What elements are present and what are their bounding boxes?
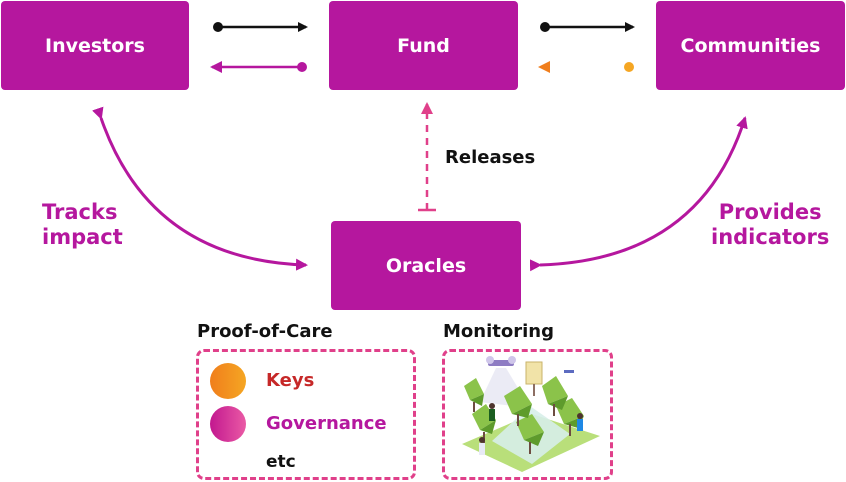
node-fund: Fund (329, 1, 518, 90)
node-oracles-label: Oracles (385, 254, 467, 277)
label-tracks-impact: Tracks impact (42, 200, 123, 250)
node-fund-label: Fund (397, 34, 450, 57)
arrow-provides-indicators (529, 116, 748, 272)
forest-monitoring-illustration (462, 356, 600, 472)
proof-of-care-box (196, 349, 416, 480)
node-investors-label: Investors (45, 34, 145, 57)
keys-label: Keys (266, 370, 315, 391)
governance-label: Governance (266, 413, 387, 434)
arrow-fund-to-investors (210, 61, 307, 73)
label-provides-indicators: Provides indicators (711, 200, 830, 250)
keys-circle-icon (210, 363, 246, 399)
arrow-communities-to-fund (538, 61, 634, 73)
arrow-releases (418, 102, 436, 212)
node-communities-label: Communities (680, 34, 821, 57)
node-investors: Investors (1, 1, 189, 90)
arrow-investors-to-fund (213, 22, 308, 32)
node-communities: Communities (656, 1, 845, 90)
monitoring-box (442, 349, 613, 480)
etc-label: etc (266, 452, 296, 472)
node-oracles: Oracles (331, 221, 521, 310)
monitoring-title: Monitoring (443, 321, 554, 342)
proof-of-care-title: Proof-of-Care (197, 321, 333, 342)
label-releases: Releases (445, 147, 536, 168)
arrow-fund-to-communities (540, 22, 635, 32)
governance-circle-icon (210, 406, 246, 442)
arrow-tracks-impact (92, 106, 308, 271)
